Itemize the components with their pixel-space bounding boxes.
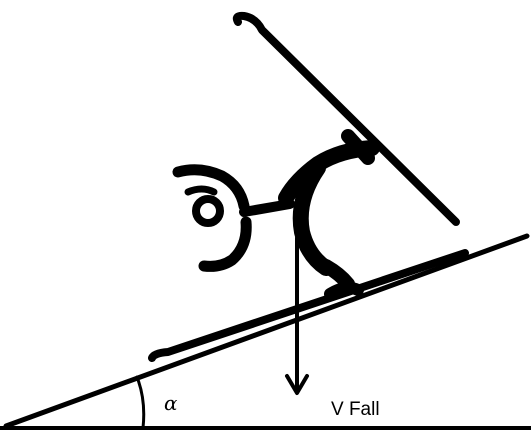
force-label: V Fall	[331, 399, 380, 420]
skier-upper-boot	[341, 129, 375, 165]
skier-head-swirl-inner	[184, 185, 218, 196]
skier-head-swirl-upper	[172, 164, 250, 212]
force-arrow-head	[285, 374, 309, 395]
upper-ski	[232, 11, 460, 226]
skier-head	[192, 195, 224, 227]
skier-torso	[292, 160, 334, 276]
slope-line	[3, 233, 530, 429]
skier-neck	[239, 199, 295, 217]
skier-lower-leg	[319, 259, 355, 291]
angle-label: α	[164, 391, 178, 415]
lower-ski	[148, 249, 469, 362]
angle-arc	[135, 375, 146, 430]
skier-lower-boot	[324, 281, 364, 300]
skier-head-swirl-lower	[198, 216, 252, 272]
